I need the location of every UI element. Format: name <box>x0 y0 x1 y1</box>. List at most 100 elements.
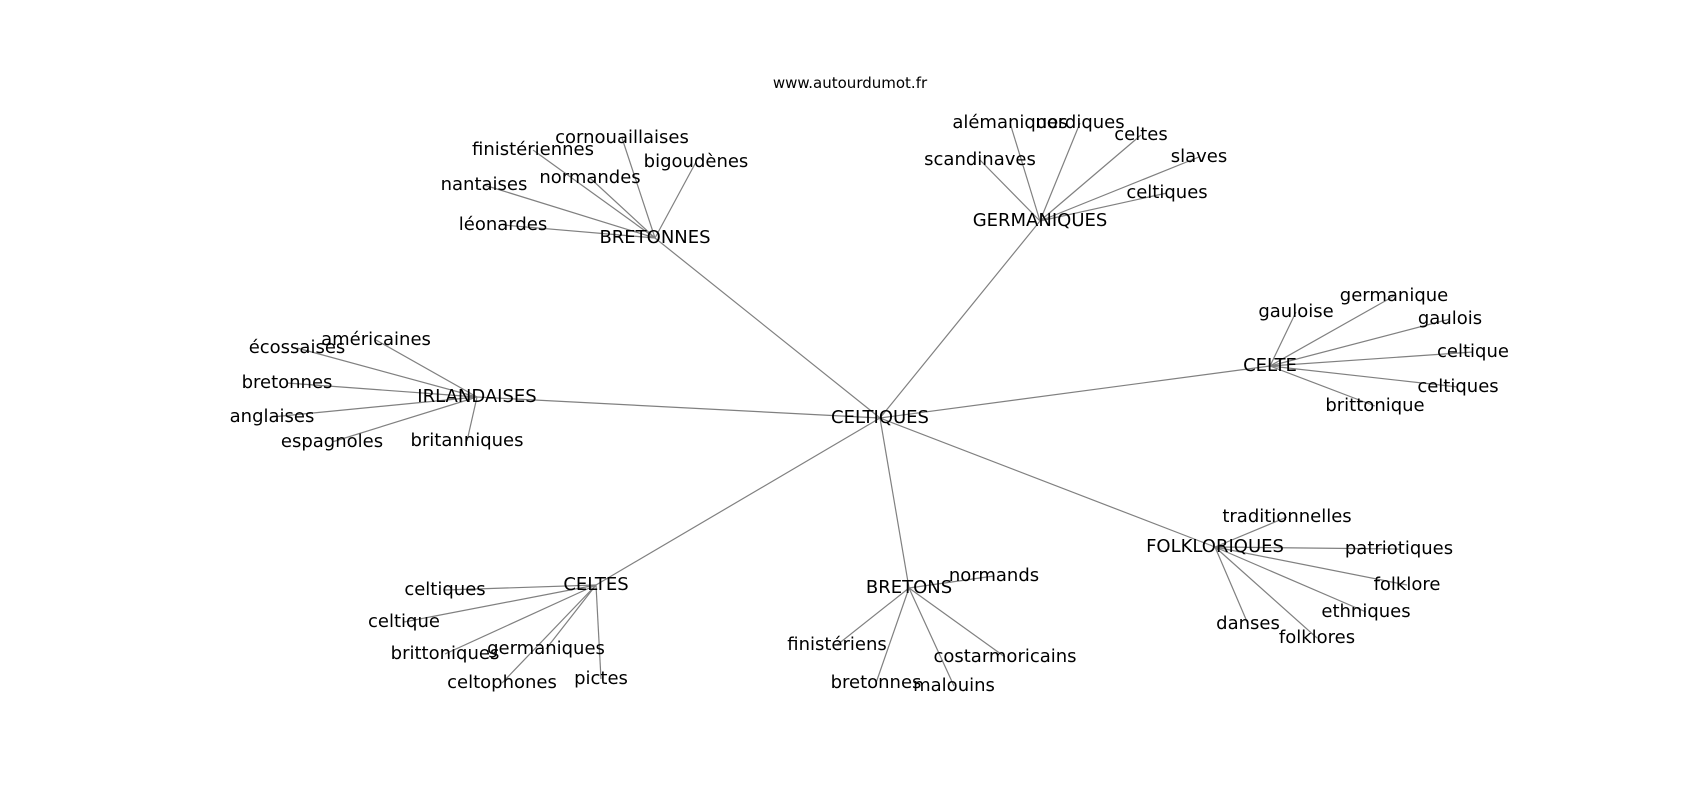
edge-root-bretonnes <box>654 237 881 419</box>
leaf-node-label: celtes <box>1114 124 1167 145</box>
edge-bretonnes-1 <box>483 184 656 239</box>
leaf-node-label: celtiques <box>404 579 485 600</box>
edge-irlandaises-4 <box>331 396 478 443</box>
leaf-node-label: costarmoricains <box>933 646 1076 667</box>
edge-irlandaises-2 <box>286 382 478 398</box>
leaf-node-label: normands <box>949 565 1039 586</box>
source-url: www.autourdumot.fr <box>773 74 928 92</box>
edge-bretons-1 <box>836 587 910 646</box>
leaf-node-label: germaniques <box>487 638 605 659</box>
edge-celtes-3 <box>545 584 597 650</box>
hub-node-label-folkloriques: FOLKLORIQUES <box>1146 536 1284 557</box>
edge-germaniques-1 <box>1009 122 1041 222</box>
leaf-node-label: brittonique <box>1325 395 1424 416</box>
leaf-node-label: bretonnes <box>242 372 333 393</box>
leaf-node-label: scandinaves <box>924 149 1036 170</box>
hub-node-label-bretonnes: BRETONNES <box>599 227 710 248</box>
edge-folkloriques-3 <box>1214 546 1367 613</box>
leaf-node-label: écossaises <box>249 337 346 358</box>
edge-folkloriques-4 <box>1214 546 1318 639</box>
leaf-node-label: américaines <box>321 329 431 350</box>
edge-irlandaises-3 <box>271 396 478 418</box>
leaf-node-label: gaulois <box>1418 308 1482 329</box>
leaf-node-label: finistériennes <box>472 139 594 160</box>
edge-root-bretons <box>879 417 910 589</box>
edge-irlandaises-0 <box>375 339 478 398</box>
edge-bretonnes-5 <box>654 161 697 239</box>
leaf-node-label: nantaises <box>441 174 528 195</box>
edge-root-celtes <box>595 417 881 586</box>
edge-folkloriques-2 <box>1214 546 1408 586</box>
hub-node-label-bretons: BRETONS <box>866 577 952 598</box>
edge-irlandaises-5 <box>466 396 478 442</box>
edge-bretonnes-4 <box>621 137 656 239</box>
leaf-node-label: slaves <box>1171 146 1228 167</box>
edge-germaniques-5 <box>1039 192 1168 222</box>
edge-germaniques-3 <box>1039 134 1142 222</box>
leaf-node-label: britanniques <box>410 430 523 451</box>
leaf-node-label: normandes <box>539 167 640 188</box>
edge-folkloriques-5 <box>1214 546 1249 625</box>
edge-bretonnes-2 <box>532 149 656 239</box>
leaf-node-label: celtique <box>1437 341 1509 362</box>
leaf-node-label: celtiques <box>1126 182 1207 203</box>
leaf-node-label: gauloise <box>1258 301 1333 322</box>
leaf-node-label: léonardes <box>459 214 548 235</box>
edge-irlandaises-1 <box>296 347 478 398</box>
leaf-node-label: bretonnes <box>831 672 922 693</box>
labels-layer: léonardes nantaises finistériennes normande… <box>230 112 1509 696</box>
edge-celte-2 <box>1269 318 1451 367</box>
leaf-node-label: celtophones <box>447 672 557 693</box>
leaf-node-label: pictes <box>574 668 628 689</box>
edge-root-folkloriques <box>879 417 1216 548</box>
leaf-node-label: espagnoles <box>281 431 383 452</box>
leaf-node-label: anglaises <box>230 406 315 427</box>
leaf-node-label: alémaniques <box>952 112 1067 133</box>
edge-bretons-2 <box>875 587 910 684</box>
leaf-node-label: folklores <box>1279 627 1355 648</box>
leaf-node-label: malouins <box>913 675 995 696</box>
hub-node-label-celtes: CELTES <box>563 574 628 595</box>
edge-celte-0 <box>1269 311 1297 367</box>
hub-node-label-celte: CELTE <box>1243 355 1297 376</box>
edge-celte-4 <box>1269 365 1459 388</box>
leaf-node-label: finistériens <box>787 634 887 655</box>
leaf-node-label: danses <box>1216 613 1280 634</box>
leaf-node-label: brittoniques <box>391 643 500 664</box>
leaf-node-label: celtique <box>368 611 440 632</box>
leaf-node-label: cornouaillaises <box>555 127 689 148</box>
edge-folkloriques-0 <box>1214 516 1288 548</box>
edge-bretonnes-0 <box>502 224 656 239</box>
root-node-label: CELTIQUES <box>831 407 929 428</box>
leaf-node-label: ethniques <box>1321 601 1410 622</box>
leaf-node-label: patriotiques <box>1345 538 1453 559</box>
edge-root-celte <box>879 365 1271 419</box>
edge-celtes-1 <box>403 584 597 623</box>
edge-germaniques-0 <box>979 159 1041 222</box>
edge-celtes-5 <box>595 584 602 680</box>
hub-node-label-irlandaises: IRLANDAISES <box>417 386 536 407</box>
leaf-node-label: nordiques <box>1035 112 1124 133</box>
edge-bretons-0 <box>908 575 995 589</box>
edge-celte-5 <box>1269 365 1376 407</box>
edge-bretons-4 <box>908 587 1006 658</box>
hub-node-label-germaniques: GERMANIQUES <box>973 210 1108 231</box>
edge-bretonnes-3 <box>589 177 656 239</box>
edge-celtes-4 <box>501 584 597 684</box>
edge-root-germaniques <box>879 220 1041 419</box>
edge-celte-1 <box>1269 295 1395 367</box>
edge-germaniques-2 <box>1039 122 1081 222</box>
edge-folkloriques-1 <box>1214 546 1400 550</box>
edge-celtes-0 <box>444 584 597 591</box>
edge-root-irlandaises <box>476 396 881 419</box>
edge-celtes-2 <box>444 584 597 655</box>
leaf-node-label: traditionnelles <box>1222 506 1351 527</box>
edge-celte-3 <box>1269 351 1474 367</box>
leaf-node-label: germanique <box>1340 285 1448 306</box>
edges-layer <box>271 122 1474 687</box>
leaf-node-label: folklore <box>1374 574 1441 595</box>
edge-bretons-3 <box>908 587 955 687</box>
leaf-node-label: bigoudènes <box>644 151 749 172</box>
leaf-node-label: celtiques <box>1417 376 1498 397</box>
